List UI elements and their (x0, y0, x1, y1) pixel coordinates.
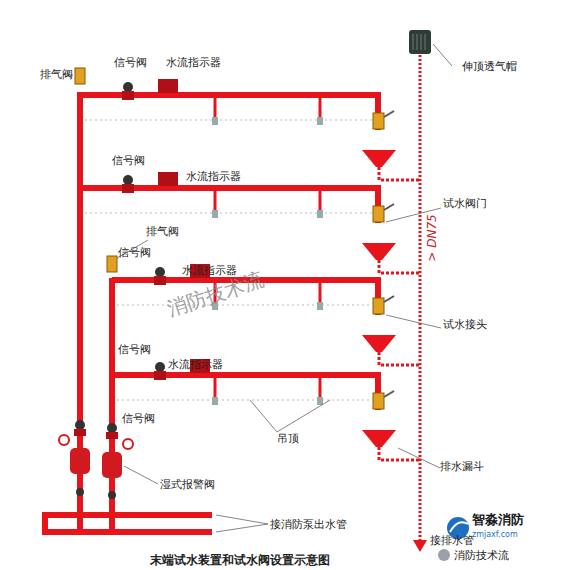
part-label: 信号阀 (114, 56, 147, 69)
part-label: 水流指示器 (168, 358, 223, 371)
part-label: 水流指示器 (166, 56, 221, 69)
part-label: 信号阀 (112, 154, 145, 167)
part-label: 信号阀 (118, 343, 151, 356)
part-label: 接排水管 (430, 534, 474, 547)
part-label: > DN75 (425, 214, 439, 261)
part-label: 伸顶透气帽 (462, 60, 517, 73)
part-label: 试水接头 (443, 318, 487, 331)
logo-text: zmjaxf.com (472, 530, 518, 540)
caption: 末端试水装置和试水阀设置示意图 (150, 553, 330, 567)
part-label: 消防技术流 (454, 549, 509, 562)
part-label: 水流指示器 (182, 264, 237, 277)
part-label: 湿式报警阀 (160, 478, 215, 491)
part-label: 接消防泵出水管 (270, 518, 347, 531)
part-label: 排气阀 (146, 225, 179, 238)
part-label: 排气阀 (40, 68, 73, 81)
part-label: 信号阀 (118, 246, 151, 259)
logo-text: 智淼消防 (472, 512, 524, 528)
part-label: 信号阀 (122, 412, 155, 425)
part-label: 水流指示器 (186, 170, 241, 183)
part-label: 吊顶 (277, 432, 299, 445)
part-label: 排水漏斗 (440, 460, 484, 473)
part-label: 试水阀门 (443, 197, 487, 210)
